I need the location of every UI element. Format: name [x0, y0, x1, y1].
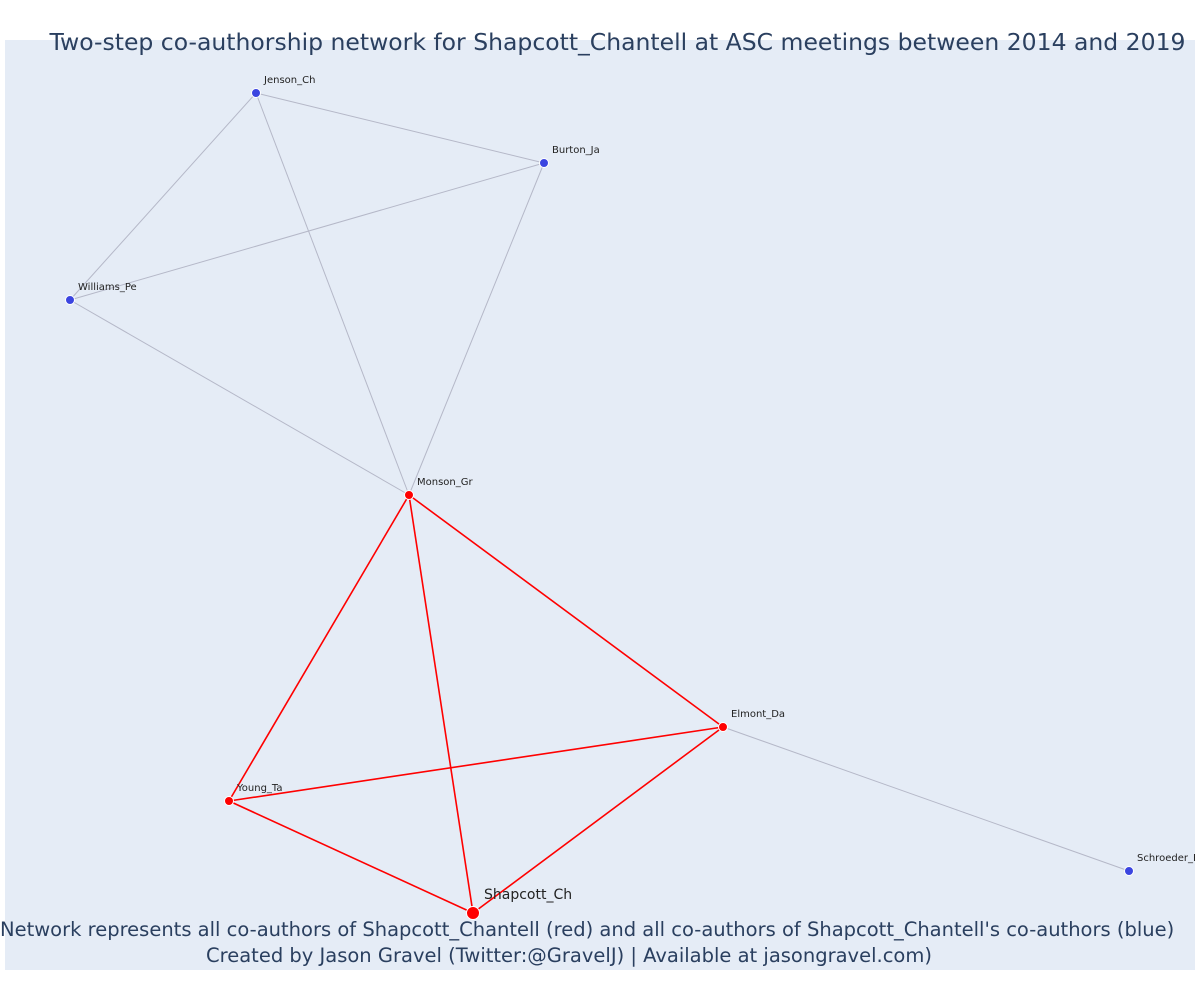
edge-Burton_Ja-Williams_Pe — [69, 162, 545, 301]
edge-Burton_Ja-Monson_Gr — [408, 162, 545, 496]
node-Young_Ta[interactable] — [224, 796, 234, 806]
edge-Shapcott_Ch-Young_Ta — [228, 800, 474, 914]
edge-Young_Ta-Elmont_Da — [228, 726, 724, 802]
caption-line-2: Created by Jason Gravel (Twitter:@Gravel… — [206, 944, 932, 967]
node-label-Young_Ta: Young_Ta — [236, 783, 283, 794]
node-Elmont_Da[interactable] — [718, 722, 728, 732]
edge-Jenson_Ch-Monson_Gr — [255, 92, 410, 496]
edge-Jenson_Ch-Burton_Ja — [255, 92, 545, 164]
edge-Elmont_Da-Schroeder_B — [722, 726, 1130, 872]
node-label-Williams_Pe: Williams_Pe — [78, 282, 137, 293]
node-label-Shapcott_Ch: Shapcott_Ch — [484, 887, 572, 903]
node-Schroeder_B[interactable] — [1124, 866, 1134, 876]
node-label-Schroeder_B: Schroeder_B — [1137, 853, 1195, 864]
node-Burton_Ja[interactable] — [539, 158, 549, 168]
chart-title: Two-step co-authorship network for Shapc… — [49, 28, 1186, 56]
node-Monson_Gr[interactable] — [404, 490, 414, 500]
edge-Monson_Gr-Young_Ta — [228, 494, 410, 802]
edge-Jenson_Ch-Williams_Pe — [69, 92, 257, 301]
node-label-Elmont_Da: Elmont_Da — [731, 709, 785, 720]
edge-Williams_Pe-Monson_Gr — [69, 299, 410, 496]
edge-Shapcott_Ch-Monson_Gr — [408, 494, 474, 914]
node-Shapcott_Ch[interactable] — [466, 906, 480, 920]
node-Williams_Pe[interactable] — [65, 295, 75, 305]
edge-Shapcott_Ch-Elmont_Da — [472, 726, 724, 914]
node-label-Burton_Ja: Burton_Ja — [552, 145, 600, 156]
node-Jenson_Ch[interactable] — [251, 88, 261, 98]
node-label-Monson_Gr: Monson_Gr — [417, 477, 473, 488]
edge-layer — [69, 92, 1130, 914]
edge-Monson_Gr-Elmont_Da — [408, 494, 724, 728]
node-label-Jenson_Ch: Jenson_Ch — [263, 75, 315, 86]
caption-line-1: Network represents all co-authors of Sha… — [0, 918, 1175, 941]
